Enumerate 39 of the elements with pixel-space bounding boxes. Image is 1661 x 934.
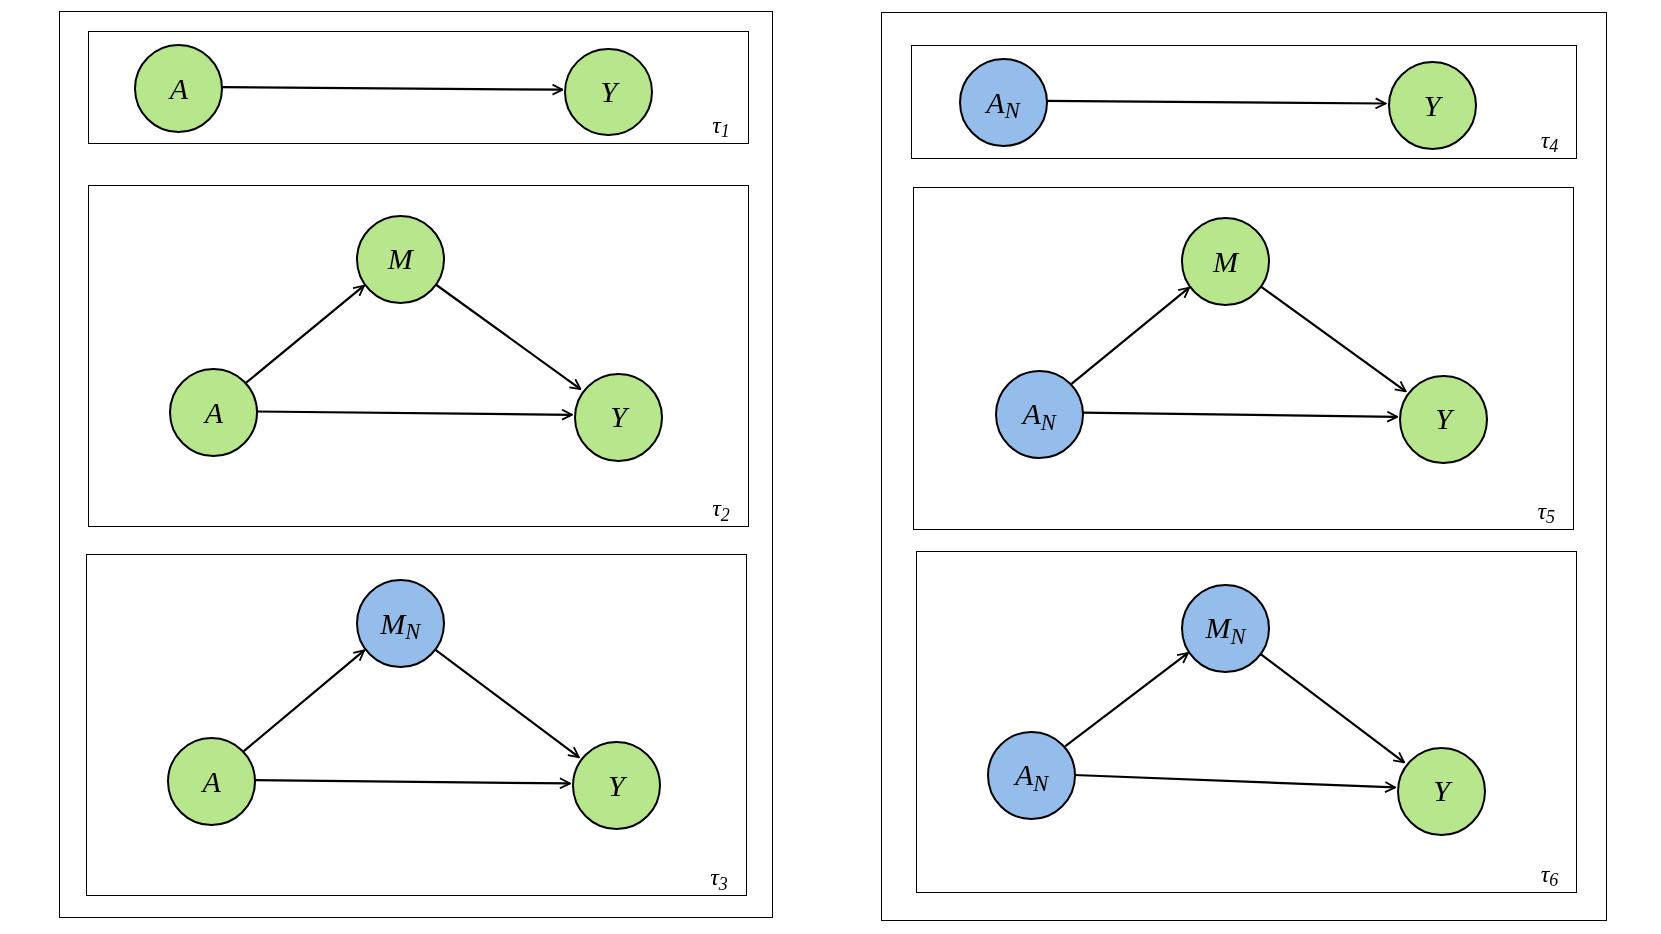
graph-panel (916, 550, 1578, 893)
node-label: M (387, 244, 413, 275)
graph-panel (87, 30, 749, 144)
panel-label: τ$_{2}$ (712, 496, 730, 521)
panel-frame (881, 11, 1607, 921)
graph-panel (87, 185, 749, 528)
node-label: A$_{N}$ (1022, 399, 1056, 430)
panel-label: τ$_{5}$ (1537, 498, 1556, 523)
node-label: M$_{N}$ (380, 608, 421, 639)
node-label: M$_{N}$ (1205, 613, 1246, 643)
node-label: Y (600, 77, 618, 107)
arrow (1064, 652, 1189, 748)
node-label: A (204, 397, 223, 428)
panel-frame (59, 10, 774, 919)
arrow (221, 83, 564, 96)
panel-label: τ$_{4}$ (1540, 127, 1559, 152)
arrow (1258, 652, 1405, 764)
node-label: A$_{N}$ (986, 87, 1020, 118)
arrow (256, 408, 573, 421)
arrow (1045, 97, 1387, 110)
panel-label: τ$_{3}$ (710, 865, 728, 890)
node-label: A (169, 73, 189, 104)
panel-label: τ$_{1}$ (712, 113, 730, 137)
node-label: A (202, 766, 221, 797)
node-label: Y (1435, 404, 1453, 435)
node-label: M (1213, 246, 1238, 277)
graph-panel (913, 187, 1575, 530)
arrow (1074, 773, 1397, 793)
arrow (433, 647, 580, 759)
graph-panel (85, 553, 747, 897)
arrow (1070, 286, 1190, 385)
graph-panel (910, 45, 1578, 159)
node-label: A$_{N}$ (1014, 760, 1049, 791)
arrow (245, 284, 365, 384)
panel-label: τ$_{6}$ (1540, 861, 1559, 886)
arrow (243, 649, 366, 752)
arrow (1081, 410, 1399, 423)
arrow (254, 777, 571, 790)
node-label: Y (1423, 90, 1441, 121)
